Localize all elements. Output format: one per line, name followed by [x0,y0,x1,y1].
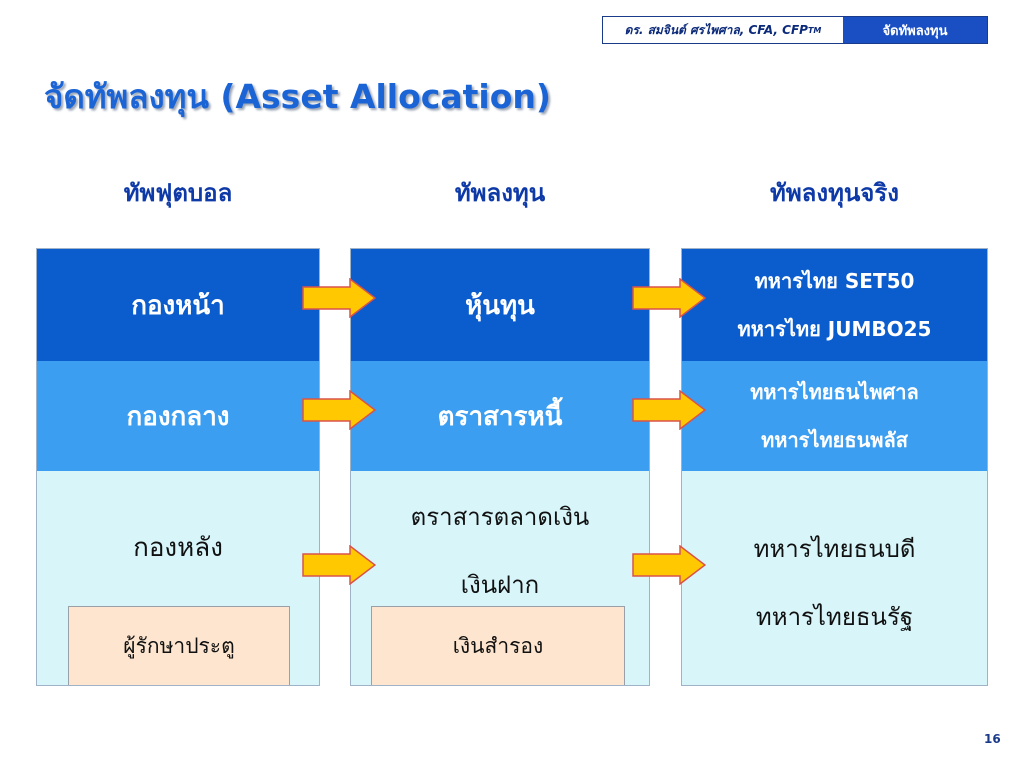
arrow-right-icon [632,278,706,318]
forward-label: กองหน้า [131,290,225,321]
bonds-label: ตราสารหนี้ [437,401,563,432]
goalkeeper-box: ผู้รักษาประตู [68,606,290,685]
bonds-block: ตราสารหนี้ [351,361,649,471]
arrow-right-icon [302,278,376,318]
page-title: จัดทัพลงทุน (Asset Allocation) [44,77,551,116]
money-market-label: ตราสารตลาดเงิน [410,503,590,531]
goalkeeper-label: ผู้รักษาประตู [123,634,235,658]
fund-thanarat-label: ทหารไทยธนรัฐ [755,603,914,631]
defense-label: กองหลัง [133,533,223,563]
fund-jumbo25-label: ทหารไทย JUMBO25 [737,317,932,341]
reserve-box: เงินสำรอง [371,606,625,685]
fund-thanapaisan-label: ทหารไทยธนไพศาล [750,380,919,404]
midfield-block: กองกลาง [37,361,319,471]
arrow-right-icon [632,545,706,585]
deposits-label: เงินฝาก [460,571,540,599]
forward-block: กองหน้า [37,249,319,361]
fund-thanaplus-label: ทหารไทยธนพลัส [761,428,908,452]
real-equity-block: ทหารไทย SET50 ทหารไทย JUMBO25 [682,249,987,361]
arrow-right-icon [302,545,376,585]
midfield-label: กองกลาง [126,401,230,432]
arrow-right-icon [632,390,706,430]
football-panel: กองหน้า กองกลาง กองหลัง ผู้รักษาประตู [36,248,320,686]
equity-block: หุ้นทุน [351,249,649,361]
trademark-mark: TM [807,25,822,35]
equity-label: หุ้นทุน [465,290,535,321]
column-heading-real: ทัพลงทุนจริง [770,178,899,207]
topic-label: จัดทัพลงทุน [843,17,987,43]
fund-set50-label: ทหารไทย SET50 [754,269,915,293]
author-name: ดร. สมจินต์ ศรไพศาล, CFA, CFP [624,22,808,37]
column-heading-invest: ทัพลงทุน [454,178,546,207]
reserve-label: เงินสำรอง [452,634,544,658]
column-heading-football: ทัพฟุตบอล [123,178,233,207]
real-bonds-block: ทหารไทยธนไพศาล ทหารไทยธนพลัส [682,361,987,471]
fund-thanabodee-label: ทหารไทยธนบดี [753,535,916,563]
invest-panel: หุ้นทุน ตราสารหนี้ ตราสารตลาดเงิน เงินฝา… [350,248,650,686]
real-money-market-block: ทหารไทยธนบดี ทหารไทยธนรัฐ [682,471,987,685]
arrow-right-icon [302,390,376,430]
page-number: 16 [984,732,1001,746]
real-funds-panel: ทหารไทย SET50 ทหารไทย JUMBO25 ทหารไทยธนไ… [681,248,988,686]
